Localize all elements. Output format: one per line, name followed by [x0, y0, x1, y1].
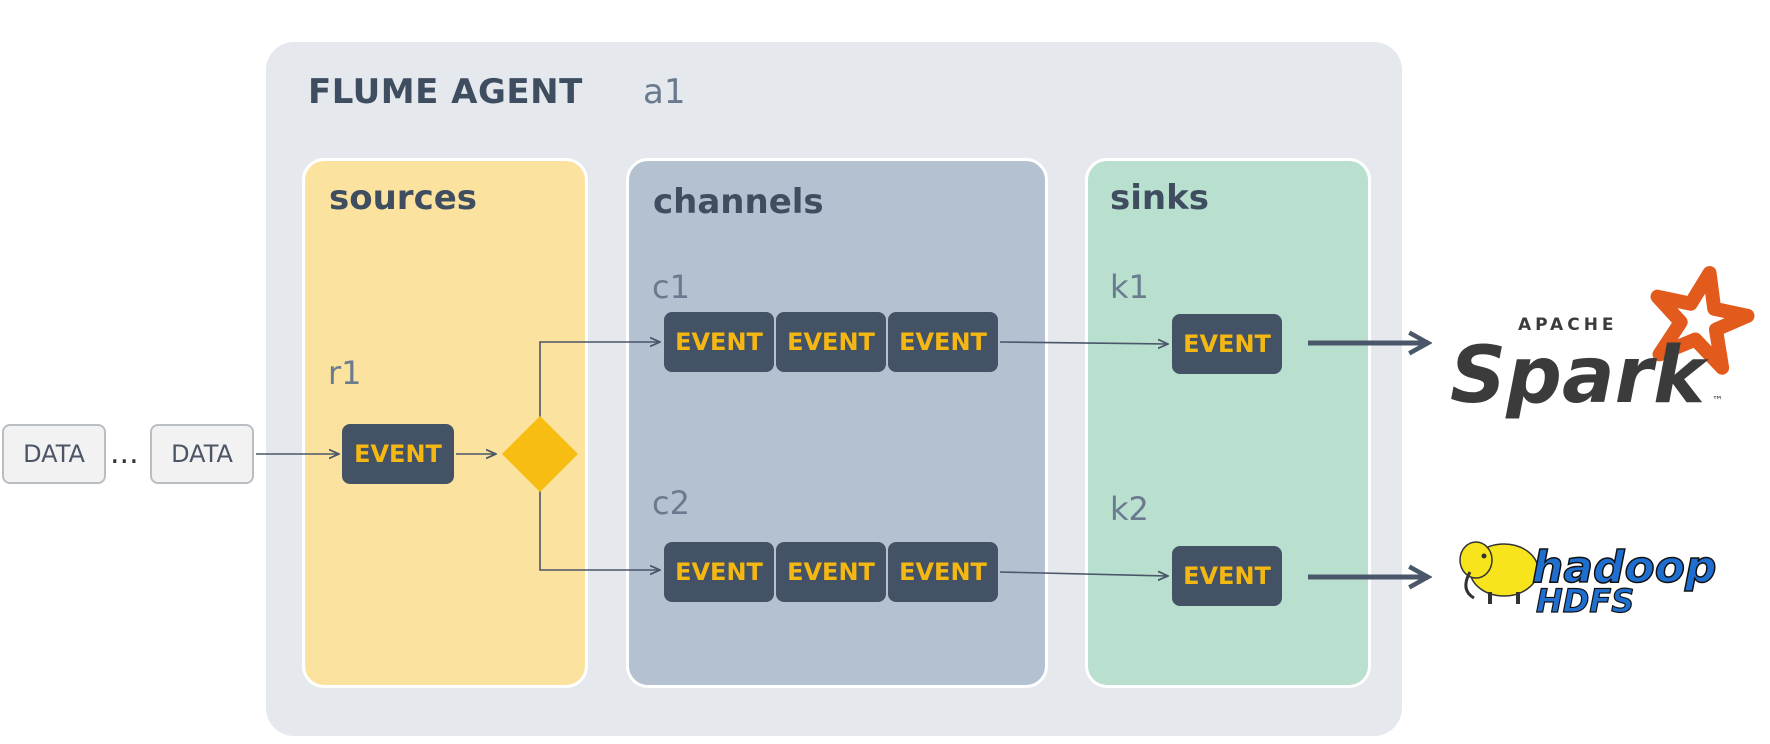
source-r1-event: EVENT [342, 424, 454, 484]
spark-word: Spark [1450, 331, 1709, 421]
spark-tm: ™ [1712, 394, 1723, 407]
selector-to-c1-arrow [539, 342, 660, 418]
spark-logo: APACHE Spark ™ [1450, 266, 1755, 421]
spark-apache-text: APACHE [1518, 315, 1618, 335]
channel-c1-event-2: EVENT [776, 312, 886, 372]
data-box-1: DATA [2, 424, 106, 484]
channel-c1-event-1: EVENT [664, 312, 774, 372]
hdfs-word: HDFS [1536, 582, 1634, 620]
channels-title: channels [653, 182, 824, 222]
channel-label-c1: c1 [652, 268, 690, 306]
channel-label-c2: c2 [652, 484, 690, 522]
data-ellipsis: ... [110, 436, 139, 471]
agent-title: FLUME AGENT [308, 72, 583, 112]
sources-title: sources [329, 178, 478, 218]
agent-id: a1 [643, 72, 686, 112]
channel-c2-event-2: EVENT [776, 542, 886, 602]
sink-k2-event: EVENT [1172, 546, 1282, 606]
c1-to-k1-arrow [999, 342, 1168, 344]
hadoop-word: hadoop [1532, 542, 1716, 593]
channel-selector-diamond-icon [502, 416, 578, 492]
selector-to-c2-arrow [539, 490, 660, 570]
spark-star-icon [1650, 266, 1755, 375]
source-label-r1: r1 [328, 354, 362, 392]
sinks-title: sinks [1110, 178, 1209, 218]
data-box-2: DATA [150, 424, 254, 484]
channel-c2-event-1: EVENT [664, 542, 774, 602]
c2-to-k2-arrow [999, 572, 1168, 576]
sink-label-k2: k2 [1110, 490, 1149, 528]
channel-c2-event-3: EVENT [888, 542, 998, 602]
hadoop-elephant-icon [1459, 541, 1539, 604]
channel-c1-event-3: EVENT [888, 312, 998, 372]
sink-k1-event: EVENT [1172, 314, 1282, 374]
sink-label-k1: k1 [1110, 268, 1149, 306]
hadoop-hdfs-logo: hadoop HDFS [1459, 541, 1717, 621]
